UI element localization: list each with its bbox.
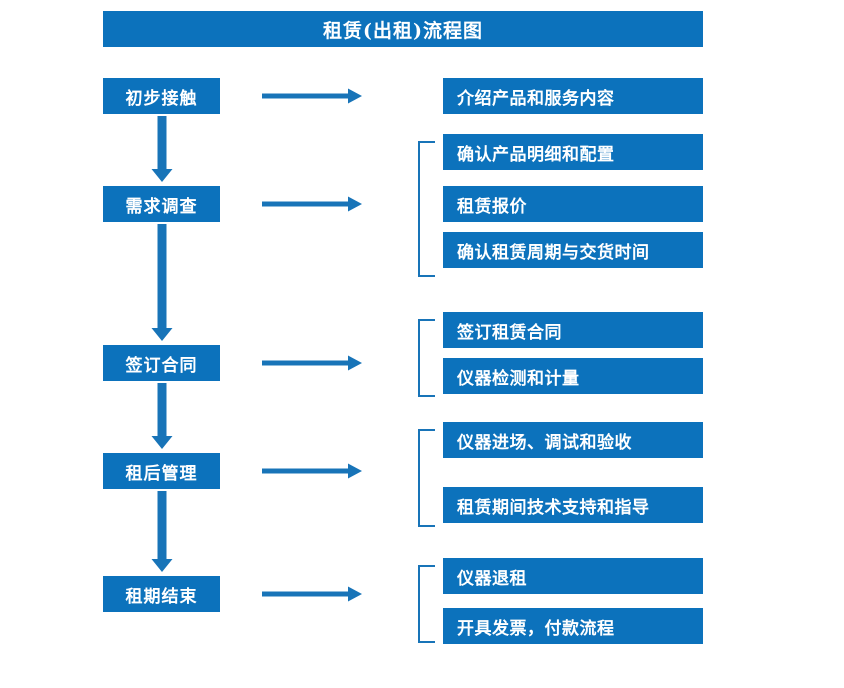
horizontal-arrow-icon — [262, 463, 362, 479]
horizontal-arrow-icon — [262, 355, 362, 371]
detail-box[interactable]: 租赁报价 — [443, 186, 703, 222]
detail-box[interactable]: 确认租赁周期与交货时间 — [443, 232, 703, 268]
detail-box[interactable]: 确认产品明细和配置 — [443, 134, 703, 170]
stage-box[interactable]: 租后管理 — [103, 453, 220, 489]
detail-box[interactable]: 签订租赁合同 — [443, 312, 703, 348]
vertical-arrow-icon — [151, 491, 173, 572]
stage-box[interactable]: 租期结束 — [103, 576, 220, 612]
stage-box[interactable]: 需求调查 — [103, 186, 220, 222]
horizontal-arrow-group — [262, 88, 362, 602]
horizontal-arrow-icon — [262, 586, 362, 602]
stage-box[interactable]: 签订合同 — [103, 345, 220, 381]
vertical-arrow-icon — [151, 116, 173, 182]
page-title: 租赁(出租)流程图 — [103, 11, 703, 47]
vertical-arrow-icon — [151, 383, 173, 449]
horizontal-arrow-icon — [262, 88, 362, 104]
stage-box[interactable]: 初步接触 — [103, 78, 220, 114]
bracket-group — [418, 141, 435, 643]
group-bracket-icon — [418, 565, 435, 643]
group-bracket-icon — [418, 319, 435, 397]
detail-box[interactable]: 仪器进场、调试和验收 — [443, 422, 703, 458]
horizontal-arrow-icon — [262, 196, 362, 212]
detail-box[interactable]: 仪器退租 — [443, 558, 703, 594]
vertical-arrow-group — [151, 116, 173, 572]
detail-box[interactable]: 开具发票，付款流程 — [443, 608, 703, 644]
group-bracket-icon — [418, 141, 435, 277]
vertical-arrow-icon — [151, 224, 173, 341]
detail-box[interactable]: 介绍产品和服务内容 — [443, 78, 703, 114]
detail-box[interactable]: 仪器检测和计量 — [443, 358, 703, 394]
group-bracket-icon — [418, 429, 435, 527]
detail-box[interactable]: 租赁期间技术支持和指导 — [443, 487, 703, 523]
